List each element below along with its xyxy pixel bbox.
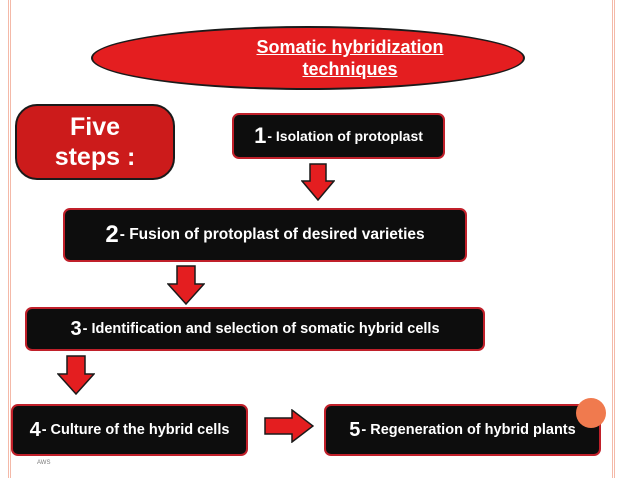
step-3-box: 3 - Identification and selection of soma… bbox=[25, 307, 485, 351]
step-5-number: 5 bbox=[349, 418, 361, 441]
left-border-line bbox=[8, 0, 9, 478]
down-arrow-icon-2 bbox=[167, 265, 205, 305]
corner-decoration-circle bbox=[576, 398, 606, 428]
right-border-line-inner bbox=[614, 0, 615, 478]
right-arrow-icon bbox=[264, 409, 314, 443]
down-arrow-icon-3 bbox=[57, 355, 95, 395]
five-steps-line-1: Five bbox=[69, 113, 121, 141]
step-2-text: - Fusion of protoplast of desired variet… bbox=[119, 226, 425, 243]
step-3-number: 3 bbox=[70, 317, 82, 340]
step-1-text: - Isolation of protoplast bbox=[267, 128, 423, 144]
step-5-text: - Regeneration of hybrid plants bbox=[361, 422, 576, 438]
title-text: Somatic hybridization techniques bbox=[256, 36, 443, 80]
five-steps-line-2: steps : bbox=[54, 143, 136, 171]
right-border-line bbox=[612, 0, 613, 478]
step-4-text: - Culture of the hybrid cells bbox=[41, 422, 230, 438]
five-steps-box: Five steps : bbox=[15, 104, 175, 180]
title-line-2: techniques bbox=[302, 59, 398, 79]
left-border-line-inner bbox=[10, 0, 11, 478]
down-arrow-icon-1 bbox=[301, 163, 335, 201]
title-line-1: Somatic hybridization bbox=[256, 37, 444, 57]
step-2-number: 2 bbox=[105, 221, 119, 248]
step-5-box: 5 - Regeneration of hybrid plants bbox=[324, 404, 601, 456]
footer-note: AWS bbox=[37, 460, 51, 466]
title-ellipse: Somatic hybridization techniques bbox=[91, 26, 525, 90]
step-1-box: 1 - Isolation of protoplast bbox=[232, 113, 445, 159]
step-4-number: 4 bbox=[29, 418, 41, 441]
step-1-number: 1 bbox=[254, 123, 267, 148]
step-4-box: 4 - Culture of the hybrid cells bbox=[11, 404, 248, 456]
step-2-box: 2 - Fusion of protoplast of desired vari… bbox=[63, 208, 467, 262]
step-3-text: - Identification and selection of somati… bbox=[82, 321, 440, 337]
